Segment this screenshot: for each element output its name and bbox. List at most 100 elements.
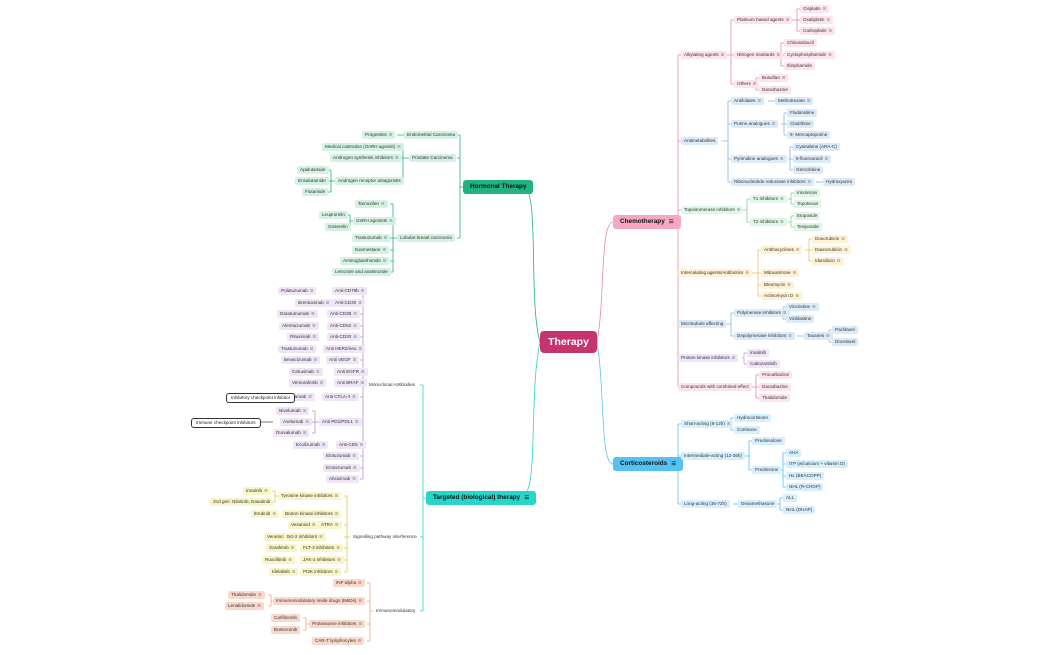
immunomodulatory[interactable]: Immunomodulatory: [373, 607, 419, 615]
mab-drug[interactable]: Rituximab☰: [287, 333, 320, 341]
carfilzomib[interactable]: Carfilzomib: [271, 614, 300, 622]
durvalumab[interactable]: Durvalumab☰: [273, 429, 310, 437]
signalling-pathway-interference[interactable]: Signalling pathway interference: [350, 533, 420, 541]
dacarbazine-alkyl[interactable]: Dacarbazine: [759, 86, 791, 94]
thalidomide-combined[interactable]: Thalidomide: [759, 394, 791, 402]
all[interactable]: ALL: [783, 494, 798, 502]
cortisone[interactable]: Cortisone: [734, 426, 760, 434]
t1-inhibitors[interactable]: T1 inhibitors☰: [750, 195, 787, 203]
cyclophosphamide[interactable]: Cyclophosphamide☰: [784, 51, 835, 59]
hl-beacopp[interactable]: HL (BEACOPP): [786, 472, 825, 480]
short-acting[interactable]: Short-acting (8-12h)☰: [681, 420, 734, 428]
mab-target[interactable]: Anti VEGF☰: [326, 356, 360, 364]
others[interactable]: Others☰: [734, 80, 760, 88]
mab-drug[interactable]: Polatuzumab☰: [278, 287, 317, 295]
prostate-carcinoma[interactable]: Prostate Carcinoma: [409, 154, 456, 162]
vinblastine[interactable]: Vinblastine: [786, 315, 815, 323]
mab-drug[interactable]: Cetuximab☰: [289, 368, 323, 376]
mab-target[interactable]: Anti-CD52☰: [327, 322, 360, 330]
trastuzumab-breast[interactable]: Trastuzumab☰: [352, 234, 391, 242]
polymerase-inhibitors[interactable]: Polymerase inhibitors☰: [734, 309, 790, 317]
anthracyclines[interactable]: Anthracyclines☰: [761, 246, 803, 254]
oxaliplatin[interactable]: Oxaliplatin☰: [800, 16, 834, 24]
mab-drug[interactable]: Bevacizumab☰: [281, 356, 321, 364]
nivolumab[interactable]: Nivolumab☰: [276, 407, 310, 415]
androgen-synthesis-inhibitors[interactable]: Androgen synthesis inhibitors☰: [330, 154, 402, 162]
progestins[interactable]: Progestins☰: [362, 131, 396, 139]
inf-alpha[interactable]: INF-alpha☰: [333, 579, 365, 587]
targeted-therapy-branch[interactable]: Targeted (biological) therapy☰: [426, 491, 537, 505]
doxorubicin[interactable]: Doxorubicin☰: [812, 235, 848, 243]
lenalidomide[interactable]: Lenalidomide☰: [225, 602, 264, 610]
emicizumab[interactable]: Emicizumab☰: [323, 464, 360, 472]
platinum-based-agents[interactable]: Platinum based agents☰: [734, 16, 793, 24]
fludarabine[interactable]: Fludarabine: [787, 109, 818, 117]
taxanes[interactable]: Taxanes☰: [804, 332, 833, 340]
pyrimidine-analogues[interactable]: Pyrimidine analogues☰: [731, 155, 787, 163]
etoposide[interactable]: Etoposide: [794, 212, 821, 220]
chlorambucil[interactable]: Chlorambucil: [784, 39, 817, 47]
tamoxifen[interactable]: Tamoxifen☰: [355, 200, 388, 208]
hydrocortisone[interactable]: Hydrocortisone: [734, 414, 771, 422]
mab-target[interactable]: Anti BRAF☰: [334, 379, 368, 387]
t2-inhibitors[interactable]: T2 inhibitors☰: [750, 218, 787, 226]
goserelin[interactable]: Goserelin: [325, 223, 351, 231]
letrozole-anastrozole[interactable]: Letrozole and anastrozole: [332, 268, 391, 276]
mab-drug[interactable]: Vemurafenib☰: [289, 379, 327, 387]
purine-analogues[interactable]: Purine analogues☰: [731, 120, 779, 128]
signal-drug[interactable]: Sorafenib☰: [266, 544, 298, 552]
fluorouracil[interactable]: 5-fluorouracil☰: [793, 155, 832, 163]
hormonal-therapy-branch[interactable]: Hormonal Therapy: [463, 180, 534, 194]
alkylating-agents[interactable]: Alkylating agents☰: [681, 51, 728, 59]
cytarabine[interactable]: Cytarabine (ARA-C): [793, 143, 840, 151]
nitrogen-mustards[interactable]: Nitrogen mustards☰: [734, 51, 784, 59]
ecolizumab[interactable]: Ecolizumab☰: [293, 441, 329, 449]
thalidomide-imid[interactable]: Thalidomide☰: [228, 591, 265, 599]
nilotinib-dasatinib[interactable]: 2nd gen: Nilotinib, Dasatinib: [210, 498, 274, 506]
topoisomerase-inhibitors[interactable]: Topoisomerase inhibitors☰: [681, 206, 744, 214]
flutamide[interactable]: Flutamide: [302, 188, 329, 196]
imatinib-pk[interactable]: Imatinib: [747, 349, 770, 357]
immune-checkpoint-inhibitors-box[interactable]: Immune checkpoint inhibitors: [191, 418, 261, 428]
tyrosine-kinase-inhibitors[interactable]: Tyrosine kinase inhibitors☰: [278, 492, 342, 500]
root-node-therapy[interactable]: Therapy: [540, 331, 597, 353]
procarbazine[interactable]: Procarbazine: [759, 371, 793, 379]
mab-target[interactable]: Anti-CD38☰: [327, 310, 360, 318]
vincristine[interactable]: Vincristine☰: [786, 303, 819, 311]
dexamethasone[interactable]: Dexamethasone: [738, 500, 778, 508]
irinotecan[interactable]: Irinotecan: [794, 189, 821, 197]
cisplatin[interactable]: Cisplatin☰: [800, 5, 830, 13]
busulfan[interactable]: Busulfan☰: [759, 74, 789, 82]
signal-target[interactable]: ATRA☰: [318, 521, 342, 529]
methotrexate[interactable]: Methotrexate☰: [775, 97, 814, 105]
carboplatin[interactable]: Carboplatin☰: [800, 27, 836, 35]
signal-target[interactable]: Bruton kinase inhibitors☰: [282, 510, 342, 518]
leuprorelin[interactable]: Leuprorelin: [319, 211, 348, 219]
mab-target[interactable]: Anti-CD30☰: [332, 299, 365, 307]
paclitaxel[interactable]: Paclitaxel: [832, 326, 858, 334]
signal-target[interactable]: JAK-2 inhibitors☰: [300, 556, 344, 564]
apalutamide[interactable]: Apalutamide: [297, 166, 329, 174]
nhl-dhap[interactable]: NHL (DHAP): [783, 506, 816, 514]
gnrh-agonists[interactable]: GnRH agonists☰: [353, 217, 396, 225]
prednisone[interactable]: Prednisone: [752, 466, 782, 474]
hydroxyurea[interactable]: Hydroxyurea: [823, 178, 856, 186]
signal-target[interactable]: PI3K inhibitors☰: [300, 568, 342, 576]
long-acting[interactable]: Long-acting (36-72h): [681, 500, 730, 508]
mitoxantrone[interactable]: Mitoxantrone☰: [761, 269, 800, 277]
medical-castration[interactable]: Medical castration (GnRH agonist)☰: [322, 143, 404, 151]
cabozantinib[interactable]: Cabozantinib: [747, 360, 780, 368]
compounds-combined-effect[interactable]: Compounds with combined effect: [678, 383, 752, 391]
mercaptopurine[interactable]: 6- Mercaptopurine: [787, 131, 831, 139]
itp[interactable]: ITP (w/calcium + vitamin D): [786, 460, 848, 468]
lobular-breast-carcinoma[interactable]: Lobular breast carcinoma: [397, 234, 455, 242]
ribonucleotide-reductase-inhibitors[interactable]: Ribonucleotide reductase inhibitors☰: [731, 178, 815, 186]
imids[interactable]: Immunomodulatory imide drugs (IMiDs)☰: [273, 597, 366, 605]
bortezomib[interactable]: Bortezomib: [271, 626, 301, 634]
mab-target[interactable]: Anti-CD79b☰: [332, 287, 368, 295]
microtubule-affecting[interactable]: Microtubule affecting: [678, 320, 727, 328]
signal-target[interactable]: Bcl-2 inhibitors☰: [284, 533, 326, 541]
antimetabolites[interactable]: Antimetabolites: [681, 137, 719, 145]
dacarbazine-combined[interactable]: Dacarbazine: [759, 383, 791, 391]
signal-drug[interactable]: Ibrutinib☰: [251, 510, 279, 518]
